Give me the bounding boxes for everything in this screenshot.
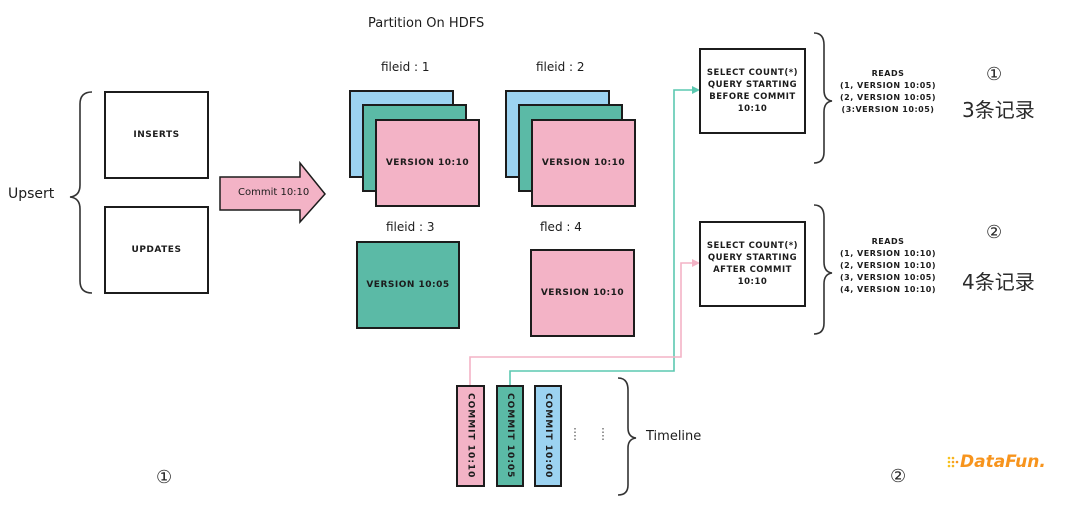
timeline-commit: COMMIT 10:10: [456, 385, 485, 487]
query-line: QUERY STARTING: [707, 253, 798, 263]
footer-marker-right: ②: [890, 466, 907, 487]
updates-label: UPDATES: [131, 245, 182, 255]
datafun-logo: DataFun.: [946, 452, 1046, 472]
query-line: 10:10: [737, 104, 768, 114]
upsert-label: Upsert: [8, 186, 55, 202]
query-line: SELECT COUNT(*): [706, 68, 799, 78]
file-version-box: VERSION 10:10: [531, 119, 636, 207]
teal-connector-line: [509, 89, 692, 385]
result-marker-1: ①: [986, 64, 1003, 85]
query-line: SELECT COUNT(*): [706, 241, 799, 251]
timeline-commit: COMMIT 10:05: [496, 385, 524, 487]
reads-item: (3:VERSION 10:05): [841, 105, 935, 114]
reads-item: (2, VERSION 10:05): [839, 93, 936, 102]
result-marker-2: ②: [986, 222, 1003, 243]
timeline-commit: COMMIT 10:00: [534, 385, 562, 487]
reads-item: (1, VERSION 10:05): [839, 81, 936, 90]
file-label: fileid : 3: [386, 220, 435, 234]
file-version-label: VERSION 10:10: [385, 158, 470, 168]
reads-list-2: READS (1, VERSION 10:10) (2, VERSION 10:…: [838, 236, 938, 296]
file-version-box: VERSION 10:10: [530, 249, 635, 337]
result-count-2: 4条记录: [962, 270, 1035, 294]
timeline-commit-label: COMMIT 10:00: [543, 393, 553, 479]
logo-text: DataFun.: [960, 452, 1046, 472]
pink-connector-line: [469, 262, 692, 385]
reads-title: READS: [871, 237, 905, 246]
footer-marker-left: ①: [156, 467, 173, 488]
query-line: BEFORE COMMIT: [709, 92, 796, 102]
reads-item: (2, VERSION 10:10): [839, 261, 936, 270]
pink-arrowhead-icon: [692, 259, 700, 267]
query-line: AFTER COMMIT: [713, 265, 792, 275]
query2-brace: [813, 204, 833, 335]
query-box-after-commit: SELECT COUNT(*) QUERY STARTING AFTER COM…: [699, 221, 806, 307]
commit-arrow-shape: [219, 160, 326, 224]
inserts-label: INSERTS: [133, 130, 180, 140]
teal-arrowhead-icon: [692, 86, 700, 94]
reads-item: (3, VERSION 10:05): [839, 273, 936, 282]
inserts-box: INSERTS: [104, 91, 209, 179]
result-count-1: 3条记录: [962, 98, 1035, 122]
logo-dots-icon: [947, 456, 959, 468]
timeline-commit-label: COMMIT 10:05: [505, 393, 515, 479]
timeline-label: Timeline: [646, 429, 702, 444]
timeline-brace: [617, 377, 637, 496]
reads-item: (4, VERSION 10:10): [839, 285, 936, 294]
query-line: QUERY STARTING: [707, 80, 798, 90]
updates-box: UPDATES: [104, 206, 209, 294]
file-version-label: VERSION 10:05: [366, 280, 450, 290]
file-label: fileid : 2: [536, 60, 585, 74]
reads-item: (1, VERSION 10:10): [839, 249, 936, 258]
file-label: fileid : 1: [381, 60, 430, 74]
file-version-label: VERSION 10:10: [540, 288, 625, 298]
reads-title: READS: [871, 69, 905, 78]
commit-arrow-label: Commit 10:10: [238, 187, 310, 198]
query-box-before-commit: SELECT COUNT(*) QUERY STARTING BEFORE CO…: [699, 48, 806, 134]
file-version-box: VERSION 10:10: [375, 119, 480, 207]
reads-list-1: READS (1, VERSION 10:05) (2, VERSION 10:…: [838, 68, 938, 116]
file-version-label: VERSION 10:10: [541, 158, 626, 168]
query-line: 10:10: [737, 277, 768, 287]
timeline-commit-label: COMMIT 10:10: [465, 393, 476, 479]
file-version-box: VERSION 10:05: [356, 241, 460, 329]
upsert-brace: [69, 91, 93, 294]
partition-title: Partition On HDFS: [368, 16, 485, 31]
file-label: fled : 4: [540, 220, 582, 234]
query1-brace: [813, 32, 833, 164]
